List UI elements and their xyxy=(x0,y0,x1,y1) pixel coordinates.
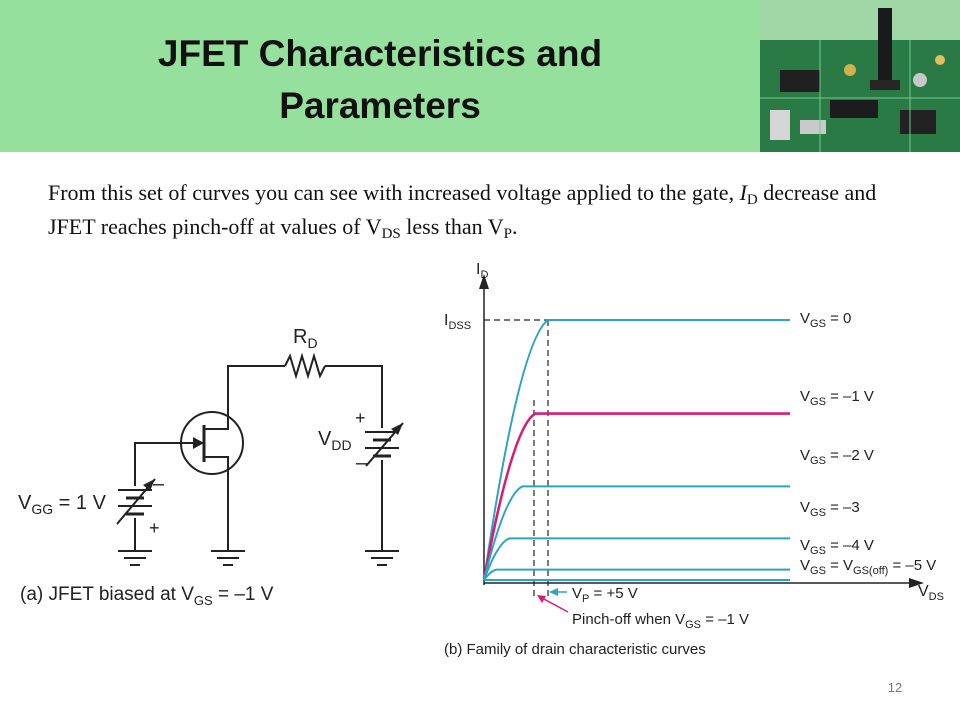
drain-resistor xyxy=(284,352,326,380)
vds-subscript: DS xyxy=(381,226,401,242)
jfet-bias-circuit xyxy=(116,352,404,566)
curve-label-vgs0: VGS = 0 xyxy=(800,310,851,330)
curve-label-vgs-off: VGS = VGS(off) = –5 V xyxy=(800,557,936,577)
curve-4 xyxy=(483,568,790,581)
vgg-minus-sign: – xyxy=(153,473,165,495)
curve-group xyxy=(482,319,790,581)
pinch-pointer-arrow-icon xyxy=(537,595,546,603)
vdd-top-wire xyxy=(325,365,383,428)
slide-title: JFET Characteristics and Parameters xyxy=(0,28,760,132)
curve-1 xyxy=(482,412,790,581)
x-axis-label: VDS xyxy=(918,583,944,603)
curve-label-vgs-1: VGS = –1 V xyxy=(800,388,874,408)
vgg-arrowhead-icon xyxy=(143,479,155,491)
page-number: 12 xyxy=(887,680,903,695)
vdd-minus-sign: – xyxy=(356,452,368,474)
curve-label-vgs-4: VGS = –4 V xyxy=(800,537,874,557)
vgg-plus-sign: + xyxy=(149,518,160,538)
jfet-drain xyxy=(204,405,229,430)
y-axis-label: ID xyxy=(476,261,488,281)
idss-label: IDSS xyxy=(444,312,471,332)
vdd-label: VDD xyxy=(318,428,352,453)
rd-label: RD xyxy=(293,326,318,351)
title-line-2: Parameters xyxy=(279,85,481,126)
drain-wire xyxy=(227,365,285,405)
pinch-pointer-line xyxy=(541,597,569,613)
body-paragraph: From this set of curves you can see with… xyxy=(48,176,908,244)
graph-caption: (b) Family of drain characteristic curve… xyxy=(444,641,706,658)
curve-label-vgs-2: VGS = –2 V xyxy=(800,447,874,467)
jfet-source-wire xyxy=(204,456,229,550)
id-symbol: I xyxy=(739,180,747,205)
body-text-4: . xyxy=(511,214,518,239)
x-axis-arrow-icon xyxy=(909,578,924,588)
body-text-3: less than V xyxy=(400,214,504,239)
curve-2 xyxy=(483,485,790,581)
vdd-plus-sign: + xyxy=(355,408,366,428)
title-line-1: JFET Characteristics and xyxy=(157,33,603,74)
y-axis-arrow-icon xyxy=(479,274,489,289)
body-text-2: decrease and JFET reaches pinch-off at v… xyxy=(48,180,877,239)
vp-note: VP = +5 V xyxy=(572,585,638,605)
body-text-1: From this set of curves you can see with… xyxy=(48,180,740,205)
gate-arrow-icon xyxy=(193,437,204,449)
circuit-caption: (a) JFET biased at VGS = –1 V xyxy=(20,584,274,608)
vp-pointer-arrow-icon xyxy=(549,588,558,596)
vp-subscript: P xyxy=(503,226,512,242)
vdd-arrowhead-icon xyxy=(391,423,403,435)
circuit-board-image xyxy=(760,0,960,152)
curve-label-vgs-3: VGS = –3 xyxy=(800,499,860,519)
gate-wire xyxy=(134,442,204,486)
id-subscript: D xyxy=(746,192,758,208)
curve-0 xyxy=(483,319,790,581)
curve-3 xyxy=(483,537,790,581)
circuit-board-photo xyxy=(760,0,960,152)
drain-characteristics-graph: ID VDS IDSS VGS = 0 VGS = –1 V VGS = –2 … xyxy=(444,261,944,658)
vgg-label: VGG = 1 V xyxy=(18,492,107,517)
pinch-off-note: Pinch-off when VGS = –1 V xyxy=(572,611,749,631)
